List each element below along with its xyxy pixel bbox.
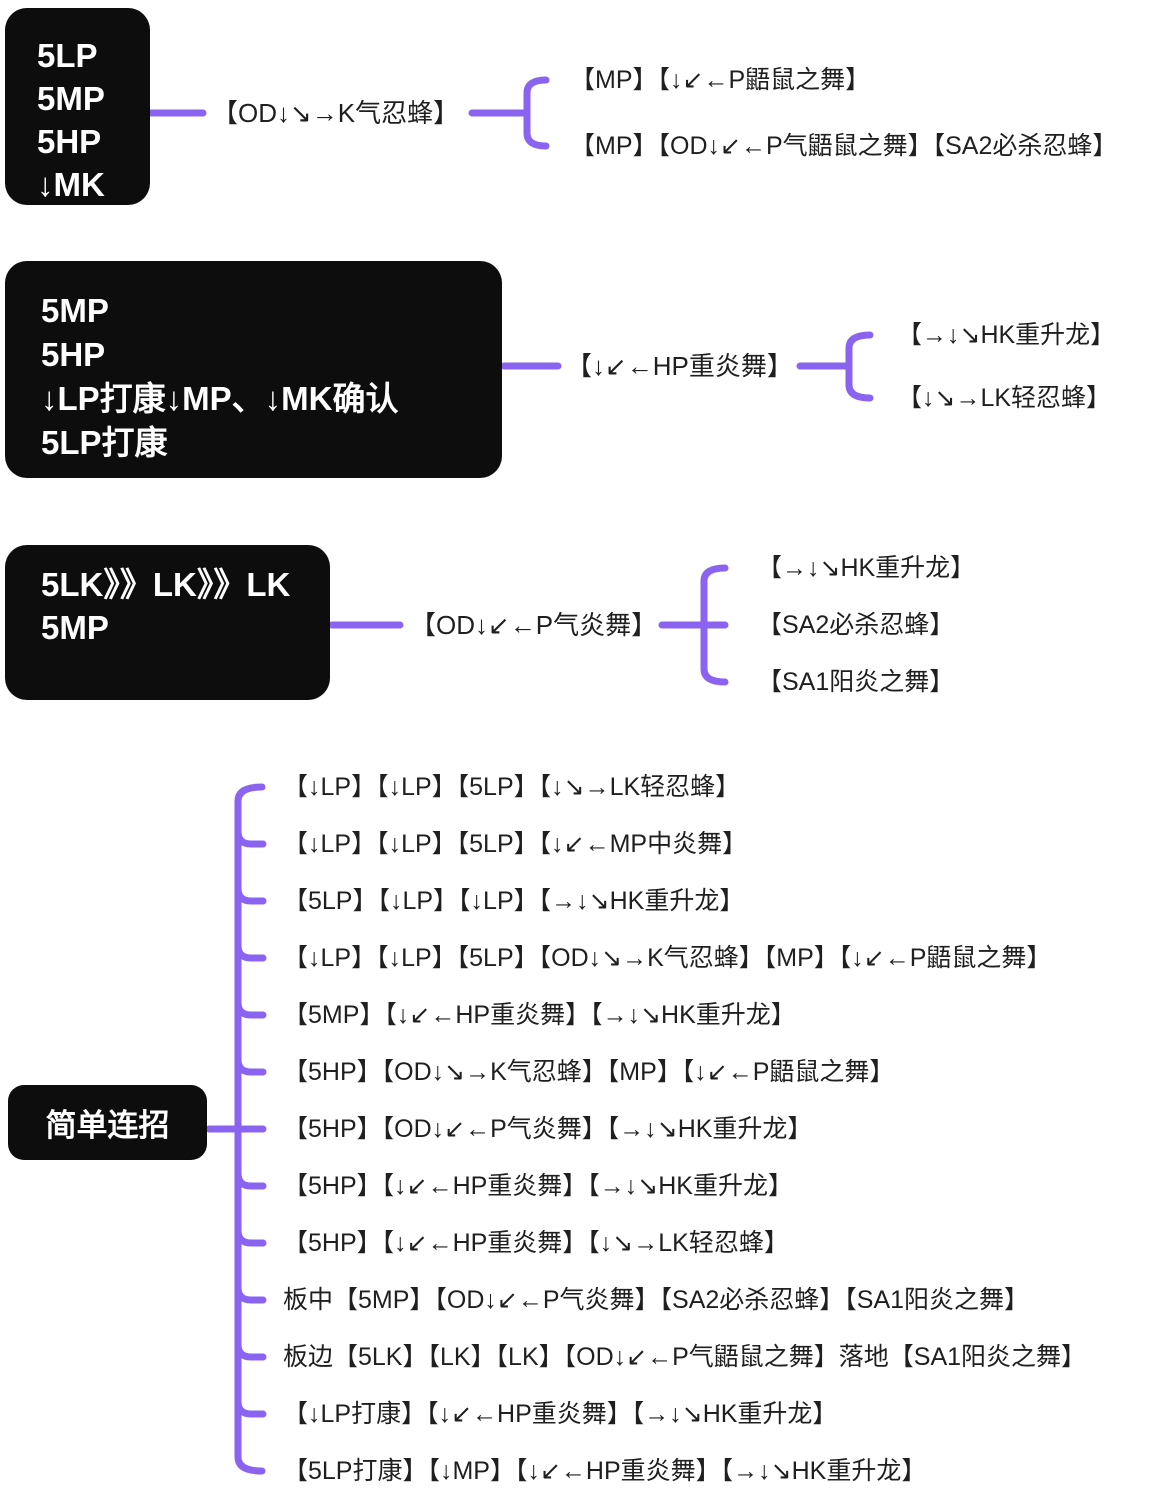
combo-line: 【↓LP】【↓LP】【5LP】【↓↙←MP中炎舞】 — [283, 830, 748, 858]
starter-line: 5HP — [37, 123, 102, 160]
combo-line: 【5HP】【OD↓↘→K气忍蜂】【MP】【↓↙←P鼯鼠之舞】 — [283, 1058, 895, 1086]
starter-line: 5LK》》LK》》LK — [41, 566, 291, 603]
combo-ender: 【MP】【↓↙←P鼯鼠之舞】 — [570, 66, 871, 94]
combo-line: 板边【5LK】【LK】【LK】【OD↓↙←P气鼯鼠之舞】落地【SA1阳炎之舞】 — [283, 1343, 1087, 1371]
route-node: 【OD↓↙←P气炎舞】 — [410, 610, 658, 640]
starter-line: 5MP — [41, 609, 109, 646]
route-node: 【OD↓↘→K气忍蜂】 — [212, 98, 460, 128]
starter-line: 5LP打康 — [41, 424, 168, 461]
combo-ender: 【MP】【OD↓↙←P气鼯鼠之舞】【SA2必杀忍蜂】 — [570, 132, 1118, 160]
combo-starter-box-2: 5MP 5HP ↓LP打康↓MP、↓MK确认 5LP打康 — [5, 261, 502, 478]
starter-line: ↓LP打康↓MP、↓MK确认 — [41, 380, 399, 417]
combo-line: 板中【5MP】【OD↓↙←P气炎舞】【SA2必杀忍蜂】【SA1阳炎之舞】 — [283, 1286, 1030, 1314]
combo-line: 【5LP】【↓LP】【↓LP】【→↓↘HK重升龙】 — [283, 887, 745, 915]
starter-line: 5LP — [37, 37, 98, 74]
combo-ender: 【→↓↘HK重升龙】 — [757, 554, 976, 582]
starter-line: ↓MK — [37, 166, 105, 203]
combo-starter-box-3: 5LK》》LK》》LK 5MP — [5, 545, 330, 700]
combo-line: 【↓LP】【↓LP】【5LP】【↓↘→LK轻忍蜂】 — [283, 773, 741, 801]
starter-line: 5HP — [41, 336, 106, 373]
combo-line: 【5HP】【↓↙←HP重炎舞】【↓↘→LK轻忍蜂】 — [283, 1229, 789, 1257]
combo-ender: 【SA1阳炎之舞】 — [757, 668, 955, 696]
simple-combos-box: 简单连招 — [8, 1085, 207, 1160]
combo-line: 【5LP打康】【↓MP】【↓↙←HP重炎舞】【→↓↘HK重升龙】 — [283, 1457, 927, 1485]
starter-line: 5MP — [37, 80, 105, 117]
combo-line: 【↓LP打康】【↓↙←HP重炎舞】【→↓↘HK重升龙】 — [283, 1400, 838, 1428]
combo-line: 【5HP】【OD↓↙←P气炎舞】【→↓↘HK重升龙】 — [283, 1115, 813, 1143]
combo-line: 【5MP】【↓↙←HP重炎舞】【→↓↘HK重升龙】 — [283, 1001, 796, 1029]
starter-line: 5MP — [41, 292, 109, 329]
combo-line: 【↓LP】【↓LP】【5LP】【OD↓↘→K气忍蜂】【MP】【↓↙←P鼯鼠之舞】 — [283, 944, 1052, 972]
combo-ender: 【→↓↘HK重升龙】 — [897, 321, 1116, 349]
route-node: 【↓↙←HP重炎舞】 — [566, 351, 793, 381]
combo-ender: 【↓↘→LK轻忍蜂】 — [897, 384, 1112, 412]
combo-starter-box-1: 5LP 5MP 5HP ↓MK — [5, 8, 150, 205]
combo-ender: 【SA2必杀忍蜂】 — [757, 611, 955, 639]
combo-line: 【5HP】【↓↙←HP重炎舞】【→↓↘HK重升龙】 — [283, 1172, 793, 1200]
